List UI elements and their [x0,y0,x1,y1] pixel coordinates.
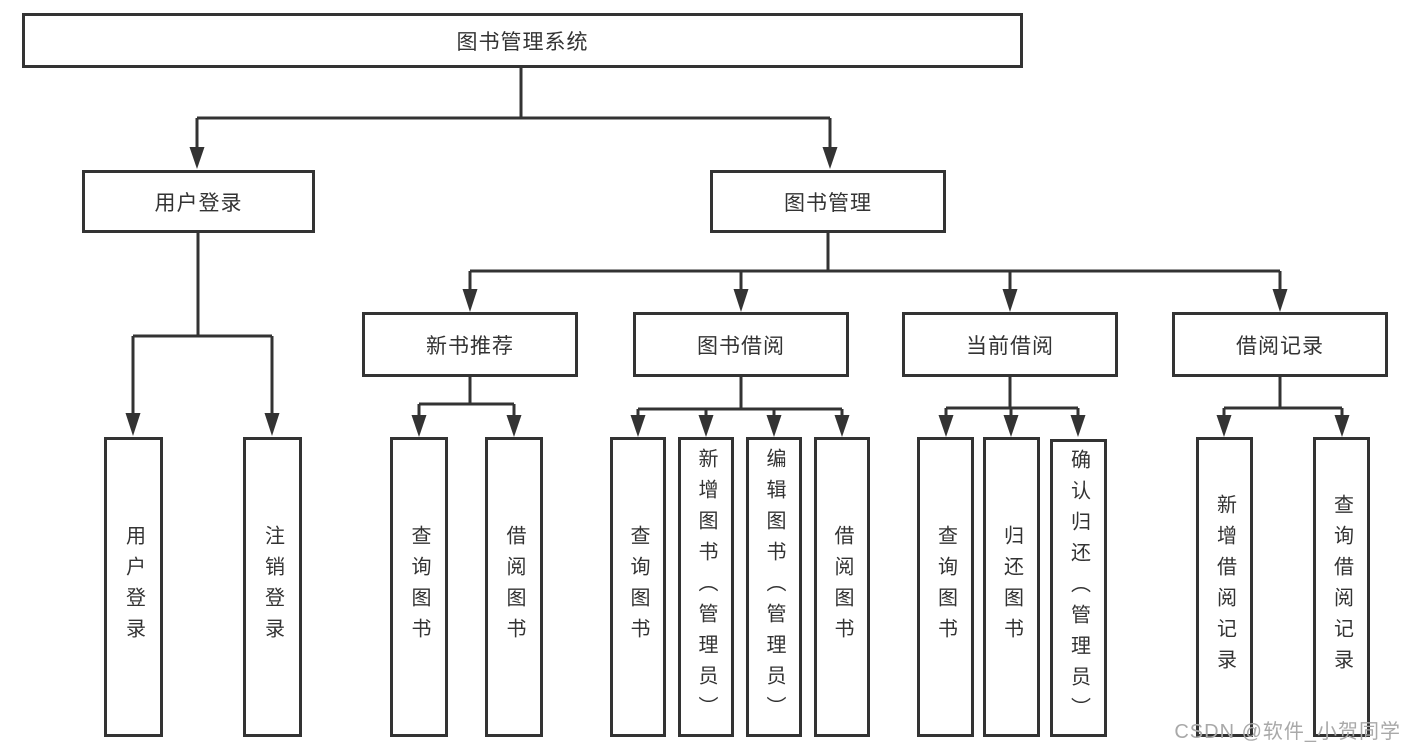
node-root: 图书管理系统 [22,13,1023,68]
node-borrow-records: 借阅记录 [1172,312,1388,377]
leaf-borrow-books: 借阅图书 [485,437,543,737]
node-label: 用户登录 [122,525,145,649]
arrowhead [938,415,954,437]
leaf-logout: 注销登录 [243,437,302,737]
node-label: 编辑图书（管理员） [763,447,785,727]
connector-book-management [468,231,1282,289]
node-label: 确认归还（管理员） [1067,448,1090,728]
node-label: 借阅图书 [831,525,853,649]
node-label: 图书管理系统 [456,30,589,54]
connector-borrow-records [1222,375,1344,415]
arrowhead [822,147,838,169]
leaf-add-books-admin: 新增图书（管理员） [678,437,734,737]
leaf-query-books: 查询图书 [917,437,974,737]
arrowhead [411,415,427,437]
node-label: 新增图书（管理员） [695,447,717,727]
node-label: 用户登录 [154,191,243,215]
arrowhead [733,289,749,312]
node-label: 注销登录 [261,525,284,649]
arrowhead [698,415,714,437]
arrowhead [1002,289,1018,312]
arrowhead [1070,415,1086,437]
node-label: 查询图书 [627,525,649,649]
arrowhead [1272,289,1288,312]
node-label: 归还图书 [1000,525,1023,649]
node-label: 当前借阅 [966,334,1054,358]
leaf-query-books: 查询图书 [610,437,666,737]
connector-user-login [131,231,274,413]
node-label: 图书管理 [784,191,872,215]
arrowhead [125,413,141,436]
arrowhead [834,415,850,437]
node-label: 查询图书 [934,525,957,649]
node-book-management: 图书管理 [710,170,946,233]
arrowhead [189,147,205,169]
connector-current-borrow [944,375,1080,415]
leaf-edit-books-admin: 编辑图书（管理员） [746,437,802,737]
node-user-login: 用户登录 [82,170,315,233]
node-label: 借阅记录 [1236,334,1324,358]
leaf-user-login: 用户登录 [104,437,163,737]
leaf-confirm-return-admin: 确认归还（管理员） [1050,439,1107,737]
arrowhead [264,413,280,436]
arrowhead [1216,415,1232,437]
connector-book-borrow [636,375,844,415]
node-book-borrow: 图书借阅 [633,312,849,377]
csdn-watermark: CSDN @软件_小贺同学 [1174,721,1401,743]
leaf-query-books: 查询图书 [390,437,448,737]
leaf-borrow-books: 借阅图书 [814,437,870,737]
arrowhead [1334,415,1350,437]
node-label: 查询图书 [408,525,430,649]
arrowhead [462,289,478,312]
connector-new-book-recommend [417,375,516,415]
arrowhead [1003,415,1019,437]
arrowhead [630,415,646,437]
leaf-add-borrow-record: 新增借阅记录 [1196,437,1253,737]
leaf-return-books: 归还图书 [983,437,1040,737]
node-label: 图书借阅 [697,334,785,358]
arrowhead [766,415,782,437]
node-current-borrow: 当前借阅 [902,312,1118,377]
node-label: 借阅图书 [503,525,525,649]
node-label: 新书推荐 [426,334,514,358]
arrowhead [506,415,522,437]
leaf-query-borrow-record: 查询借阅记录 [1313,437,1370,737]
connector-root [195,66,832,147]
node-new-book-recommend: 新书推荐 [362,312,578,377]
node-label: 新增借阅记录 [1213,494,1236,680]
node-label: 查询借阅记录 [1330,494,1353,680]
